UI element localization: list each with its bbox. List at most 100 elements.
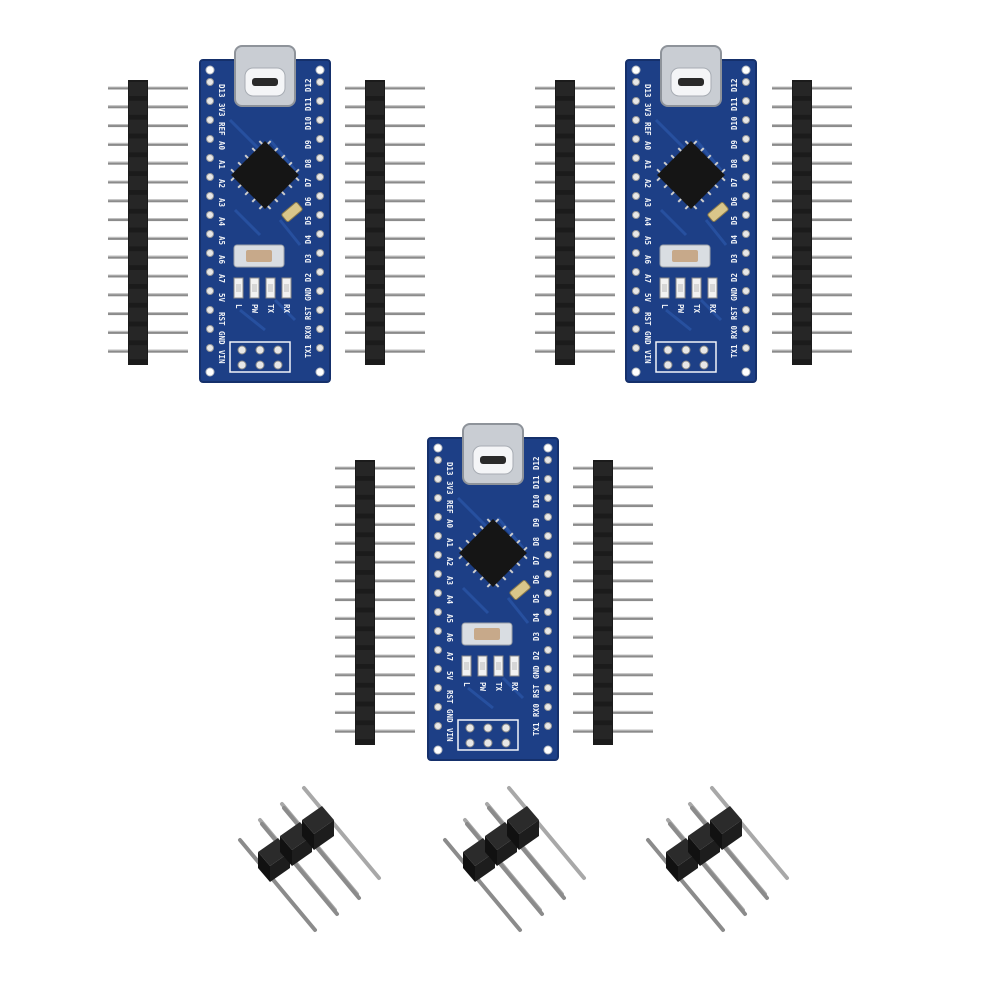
pin-label: D6 [730, 196, 739, 206]
pin-label: RX0 [304, 325, 313, 339]
pin-label: REF [217, 122, 226, 136]
pin-label: A0 [643, 141, 652, 151]
pin-label: D8 [730, 158, 739, 168]
pin-label: GND [532, 665, 541, 679]
board-set-3: D133V3REFA0A1A2A3A4A5A6A75VRSTGNDVIND12D… [335, 422, 653, 762]
board-set-1: D133V3REFA0A1A2A3A4A5A6A75VRSTGNDVIND12D… [108, 44, 425, 384]
pin-label: A0 [217, 141, 226, 151]
pin-label: RX0 [532, 703, 541, 717]
pin-label: A7 [217, 274, 226, 283]
led-label: PW [250, 304, 259, 314]
pin-label: D5 [532, 594, 541, 603]
pin-label: A4 [217, 217, 226, 227]
nano-board: D133V3REFA0A1A2A3A4A5A6A75VRSTGNDVIND12D… [198, 44, 332, 384]
pin-label: 5V [217, 293, 226, 303]
pin-label: D9 [730, 139, 739, 149]
pin-label: D2 [730, 273, 739, 282]
pin-label: D8 [532, 536, 541, 546]
pin-label: A4 [445, 595, 454, 605]
pin-label: D7 [532, 556, 541, 565]
pin-label: RST [304, 306, 313, 320]
led-label: RX [510, 682, 519, 692]
pin-label: D12 [304, 78, 313, 92]
pin-label: A1 [445, 538, 454, 548]
pin-label: D9 [304, 139, 313, 149]
pin-label: D5 [730, 216, 739, 225]
pin-label: TX1 [730, 344, 739, 358]
pin-label: 3V3 [445, 481, 454, 495]
pin-label: GND [730, 287, 739, 301]
pin-label: A6 [643, 255, 652, 265]
pin-label: VIN [643, 350, 652, 364]
pin-label: A1 [643, 160, 652, 170]
pin-label: D13 [217, 84, 226, 98]
pin-label: D13 [643, 84, 652, 98]
pin-label: D6 [532, 574, 541, 584]
pin-label: D7 [304, 178, 313, 187]
pin-header-left [535, 80, 615, 365]
pin-label: GND [304, 287, 313, 301]
pin-label: D3 [304, 253, 313, 263]
pin-label: D2 [532, 651, 541, 660]
nano-board: D133V3REFA0A1A2A3A4A5A6A75VRSTGNDVIND12D… [624, 44, 758, 384]
pin-label: A5 [217, 236, 226, 245]
led-label: L [462, 682, 471, 687]
led-label: RX [282, 304, 291, 314]
pin-label: D4 [730, 234, 739, 244]
board-set-2: D133V3REFA0A1A2A3A4A5A6A75VRSTGNDVIND12D… [535, 44, 852, 384]
pin-label: A5 [445, 614, 454, 623]
pin-label: D11 [304, 97, 313, 111]
pin-label: RX0 [730, 325, 739, 339]
pin-label: D11 [730, 97, 739, 111]
pin-label: A3 [643, 198, 652, 208]
pin-label: TX1 [532, 722, 541, 736]
pin-label: A7 [445, 652, 454, 661]
pin-label: A1 [217, 160, 226, 170]
pin-label: RST [217, 312, 226, 326]
pin-header-right [345, 80, 425, 365]
pin-label: REF [643, 122, 652, 136]
pin-label: D9 [532, 517, 541, 527]
pin-label: 3V3 [643, 103, 652, 117]
pin-label: GND [445, 709, 454, 723]
pin-label: A2 [643, 179, 652, 188]
led-label: TX [692, 304, 701, 314]
nano-board: D133V3REFA0A1A2A3A4A5A6A75VRSTGNDVIND12D… [426, 422, 560, 762]
pin-label: GND [217, 331, 226, 345]
pin-label: 3V3 [217, 103, 226, 117]
pin-label: D3 [532, 631, 541, 641]
pin-label: D4 [532, 612, 541, 622]
led-label: TX [494, 682, 503, 692]
pin-label: A6 [217, 255, 226, 265]
led-label: PW [478, 682, 487, 692]
pin-label: VIN [445, 728, 454, 742]
pin-label: RST [532, 684, 541, 698]
pin-header-left [108, 80, 188, 365]
pin-label: RST [643, 312, 652, 326]
pin-label: D4 [304, 234, 313, 244]
pin-label: A3 [445, 576, 454, 586]
pin-label: A0 [445, 519, 454, 529]
pin-label: D7 [730, 178, 739, 187]
short-header-2 [443, 786, 586, 932]
pin-label: TX1 [304, 344, 313, 358]
led-label: L [234, 304, 243, 309]
pin-label: A6 [445, 633, 454, 643]
pin-label: A5 [643, 236, 652, 245]
pin-label: D10 [304, 116, 313, 130]
pin-label: D3 [730, 253, 739, 263]
led-label: RX [708, 304, 717, 314]
pin-label: D8 [304, 158, 313, 168]
short-header-3 [646, 786, 789, 932]
pin-label: D12 [730, 78, 739, 92]
pin-label: D11 [532, 475, 541, 489]
pin-label: 5V [445, 671, 454, 681]
pin-label: 5V [643, 293, 652, 303]
pin-label: D10 [730, 116, 739, 130]
pin-label: D12 [532, 456, 541, 470]
pin-label: A7 [643, 274, 652, 283]
pin-label: D13 [445, 462, 454, 476]
pin-label: D2 [304, 273, 313, 282]
pin-header-right [772, 80, 852, 365]
